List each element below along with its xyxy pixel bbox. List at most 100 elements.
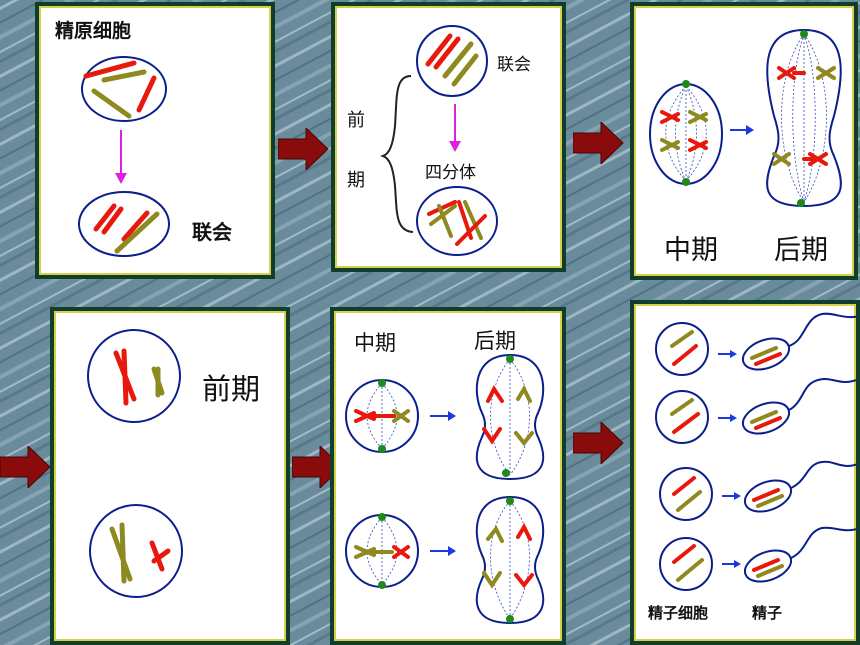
- sperm-head: [743, 549, 793, 583]
- spermatogonium-title: 精原细胞: [55, 20, 132, 42]
- centriole: [378, 379, 386, 387]
- chromosome: [672, 544, 696, 564]
- panel-meiosis2-metaphase-anaphase: 中期 后期: [330, 307, 566, 645]
- flow-arrowhead: [448, 546, 456, 556]
- chromosome: [750, 346, 778, 360]
- flow-arrowhead: [448, 411, 456, 421]
- cell: [416, 186, 498, 256]
- chromosome-red: [427, 200, 457, 216]
- stage-arrow: [573, 122, 624, 164]
- spermatid-label: 精子细胞: [648, 604, 709, 622]
- chromosome: [516, 522, 532, 541]
- chromosome: [354, 545, 394, 559]
- prophase-char-1: 前: [347, 110, 365, 131]
- spermatid-cell: [655, 390, 709, 444]
- stage-arrow: [278, 128, 329, 170]
- metaphase-label: 中期: [354, 331, 396, 355]
- spindle: [665, 85, 707, 182]
- chromosome-red: [121, 210, 150, 242]
- sperm-tail: [788, 378, 856, 411]
- cell: [475, 353, 545, 481]
- brace: [379, 75, 414, 233]
- sperm-head: [741, 337, 791, 371]
- chromosome-red: [101, 206, 124, 235]
- spermatid-cell: [659, 537, 713, 591]
- chromosome: [672, 344, 698, 366]
- flow-arrowhead: [449, 141, 461, 152]
- chromosome: [514, 431, 534, 447]
- cell: [89, 504, 183, 598]
- centriole: [378, 445, 386, 453]
- spermatid-cell: [655, 322, 709, 376]
- anaphase-label: 后期: [474, 329, 516, 353]
- cell: [78, 191, 170, 257]
- chromosome: [516, 384, 532, 403]
- cell: [87, 329, 181, 423]
- centriole: [682, 178, 690, 186]
- stage-arrow: [573, 422, 624, 464]
- flow-arrowhead: [734, 492, 741, 500]
- chromosome: [752, 558, 780, 572]
- chromosome-red: [433, 36, 461, 70]
- chromosome: [354, 409, 396, 423]
- meiosis2-diagram: [345, 353, 545, 625]
- panel-spermatids-sperm: 精子细胞 精子: [630, 300, 860, 645]
- sperm-head: [741, 401, 791, 435]
- panel-meiosis2-prophase: 前期: [50, 307, 290, 645]
- panel-meiosis1-metaphase-anaphase: 中期 后期: [630, 2, 858, 280]
- spindle: [781, 33, 827, 203]
- flow-arrowhead: [746, 125, 754, 135]
- chromosome-red: [455, 214, 487, 246]
- centriole: [378, 581, 386, 589]
- chromosome-red: [93, 203, 117, 232]
- chromosome: [482, 427, 502, 445]
- prophase-char-2: 期: [347, 170, 365, 191]
- chromosome: [392, 545, 410, 559]
- cell: [766, 28, 842, 208]
- centriole: [378, 513, 386, 521]
- chromosome: [754, 352, 782, 366]
- chromosome-olive: [437, 204, 453, 238]
- metaphase-label: 中期: [664, 235, 718, 266]
- centriole: [506, 355, 514, 363]
- chromosome: [676, 490, 702, 512]
- chromosome-pairs: [660, 110, 708, 152]
- flow-arrowhead: [115, 173, 127, 184]
- chromosome-olive: [451, 53, 479, 87]
- centriole: [506, 615, 514, 623]
- chromosome-olive: [101, 69, 147, 83]
- flow-arrowhead: [734, 560, 741, 568]
- panel-prophase-synapsis: 联会 前 期 四分体: [331, 2, 566, 272]
- meiosis1-diagram: [649, 28, 842, 208]
- spindle: [490, 358, 530, 476]
- synapsis-label: 联会: [192, 220, 232, 244]
- chromosome: [670, 330, 694, 348]
- chromosome-olive: [442, 41, 474, 79]
- centriole: [502, 469, 510, 477]
- flow-arrowhead: [730, 350, 737, 358]
- sperm-head: [743, 479, 793, 513]
- cell: [475, 495, 545, 625]
- spermatogonium-diagram: [78, 56, 170, 257]
- cell: [81, 56, 167, 122]
- chromosome: [514, 573, 534, 589]
- chromosome-olive: [114, 211, 160, 254]
- stage-arrow: [0, 446, 51, 488]
- chromosomes: [772, 66, 836, 166]
- chromosome: [486, 385, 504, 403]
- chromosomes: [109, 522, 171, 584]
- spermatid-cell: [659, 467, 713, 521]
- centriole: [800, 30, 808, 38]
- chromosome: [750, 410, 778, 424]
- chromosome: [486, 525, 504, 543]
- chromosome: [756, 564, 784, 578]
- tetrad-label: 四分体: [425, 163, 476, 183]
- meiosis2-prophase-diagram: [87, 329, 183, 598]
- chromosome: [752, 488, 780, 502]
- chromosome: [676, 558, 704, 582]
- chromosome-olive: [463, 200, 483, 240]
- centriole: [682, 80, 690, 88]
- sperm-tail: [788, 312, 856, 347]
- chromosome: [756, 494, 784, 508]
- synapsis-diagram: [379, 25, 498, 256]
